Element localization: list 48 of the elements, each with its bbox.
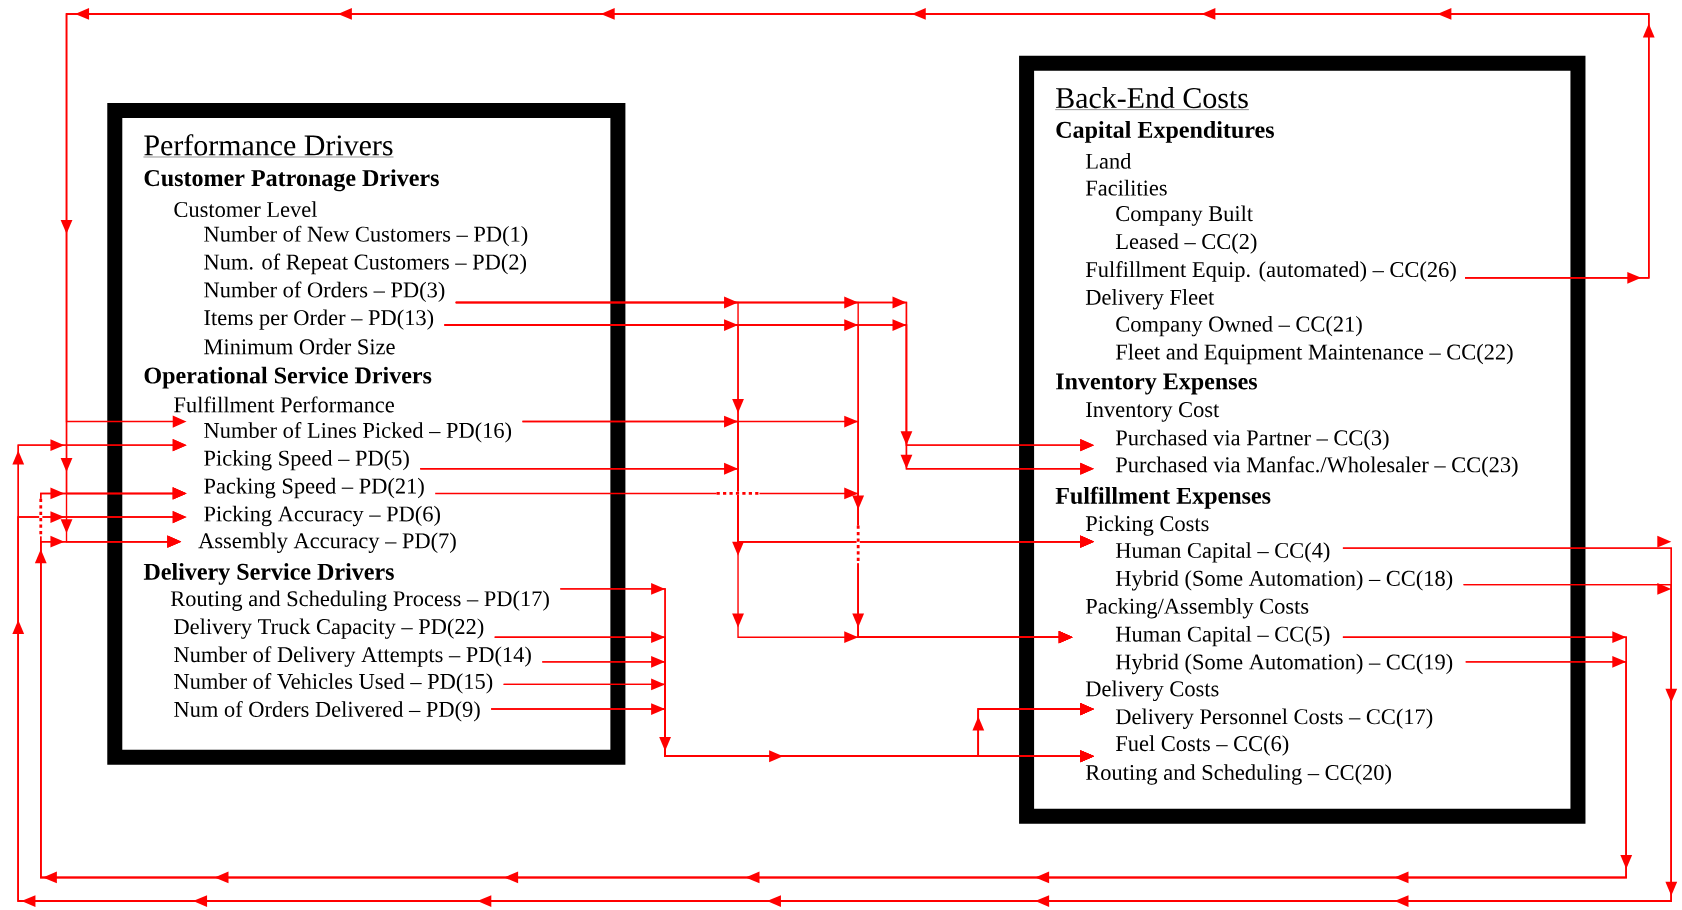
section-heading: Delivery Service Drivers — [143, 563, 394, 585]
list-item: Picking Accuracy – PD(6) — [204, 505, 440, 527]
list-item: Fleet and Equipment Maintenance – CC(22) — [1115, 344, 1513, 365]
list-item: Hybrid (Some Automation) – CC(18) — [1115, 570, 1453, 591]
section-heading: Capital Expenditures — [1056, 121, 1274, 143]
list-item: Delivery Personnel Costs – CC(17) — [1115, 708, 1433, 730]
list-item: Number of New Customers – PD(1) — [204, 225, 528, 247]
text-panel — [107, 103, 626, 765]
list-item: Items per Order – PD(13) — [204, 309, 434, 330]
list-item: Company Owned – CC(21) — [1116, 316, 1362, 337]
list-item: Purchased via Manfac./Wholesaler – CC(23) — [1115, 456, 1518, 478]
section-heading: Fulfillment Expenses — [1055, 486, 1271, 509]
list-item: Assembly Accuracy – PD(7) — [198, 532, 456, 554]
list-item: Leased – CC(2) — [1115, 233, 1257, 254]
list-item: Picking Speed – PD(5) — [204, 450, 409, 471]
list-item: Purchased via Partner – CC(3) — [1115, 429, 1389, 451]
list-item: Packing/Assembly Costs — [1085, 598, 1309, 619]
section-heading: Inventory Expenses — [1056, 373, 1258, 395]
list-item: Human Capital – CC(4) — [1115, 542, 1330, 563]
list-item: Number of Orders – PD(3) — [204, 281, 445, 303]
list-item: Customer Level — [174, 201, 317, 218]
text-panel — [1019, 55, 1586, 824]
list-item: Facilities — [1085, 180, 1167, 196]
list-item: Delivery Costs — [1085, 680, 1219, 702]
list-item: Number of Delivery Attempts – PD(14) — [174, 646, 531, 667]
list-item: Routing and Scheduling – CC(20) — [1085, 764, 1391, 785]
list-item: Fulfillment Equip. (automated) – CC(26) — [1085, 261, 1456, 282]
list-item: Number of Vehicles Used – PD(15) — [174, 673, 493, 694]
list-item: Routing and Scheduling Process – PD(17) — [170, 590, 549, 612]
list-item: Num of Orders Delivered – PD(9) — [174, 701, 480, 722]
list-item: Fuel Costs – CC(6) — [1115, 735, 1289, 756]
list-item: Num. of Repeat Customers – PD(2) — [204, 253, 527, 275]
section-heading: Operational Service Drivers — [144, 366, 432, 389]
panel-title: Performance Drivers — [143, 134, 394, 158]
list-item: Picking Costs — [1085, 515, 1209, 536]
section-heading: Customer Patronage Drivers — [144, 169, 439, 192]
panel-title: Back-End Costs — [1055, 87, 1250, 111]
list-item: Hybrid (Some Automation) – CC(19) — [1115, 653, 1453, 675]
list-item: Packing Speed – PD(21) — [204, 478, 424, 499]
list-item: Human Capital – CC(5) — [1115, 626, 1330, 647]
list-item: Inventory Cost — [1086, 402, 1220, 422]
list-item: Minimum Order Size — [204, 338, 395, 355]
list-item: Delivery Fleet — [1085, 289, 1215, 310]
list-item: Fulfillment Performance — [174, 396, 394, 413]
list-item: Land — [1085, 153, 1132, 169]
list-item: Number of Lines Picked – PD(16) — [204, 422, 512, 443]
list-item: Delivery Truck Capacity – PD(22) — [174, 618, 484, 639]
list-item: Company Built — [1116, 205, 1253, 226]
